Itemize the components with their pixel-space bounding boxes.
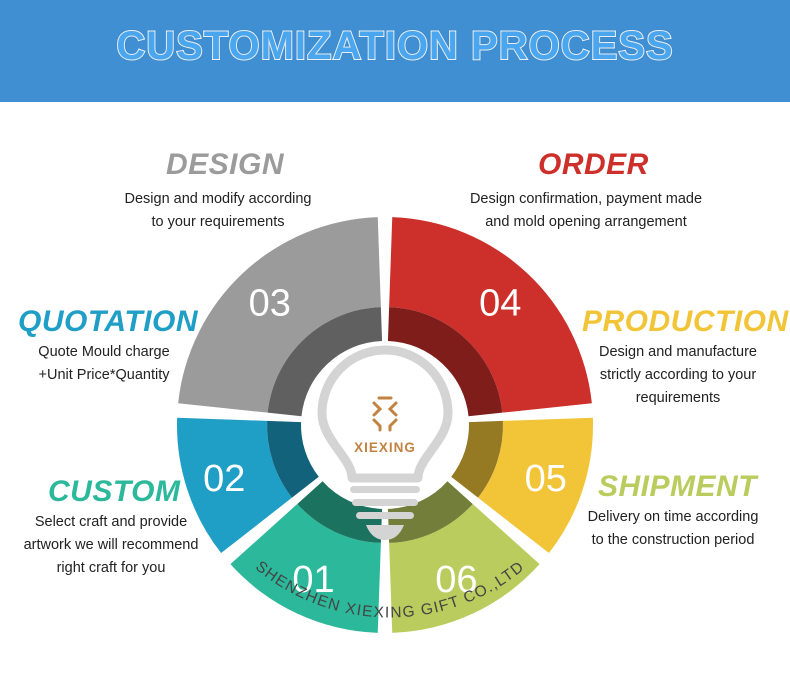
step-number-04: 04 [479, 282, 521, 324]
page-title: CUSTOMIZATION PROCESS [115, 23, 674, 69]
step-title-quotation: QUOTATION [18, 305, 199, 338]
segment-inner-05 [451, 420, 503, 498]
step-title-production: PRODUCTION [582, 305, 789, 338]
segment-inner-06 [387, 481, 473, 543]
step-title-order: ORDER [538, 148, 649, 181]
segment-inner-02 [266, 420, 319, 498]
step-title-design: DESIGN [166, 148, 285, 181]
header-banner: CUSTOMIZATION PROCESS [0, 0, 790, 102]
step-desc-production: Design and manufacture strictly accordin… [599, 344, 757, 406]
number-group: 01 02 03 04 05 06 [203, 282, 567, 601]
segment-02 [177, 417, 293, 554]
step-number-02: 02 [203, 458, 245, 500]
step-title-custom: CUSTOM [48, 475, 181, 508]
segment-inner-04 [387, 307, 503, 417]
segment-03 [178, 217, 381, 413]
xiexing-logo-icon [372, 396, 398, 432]
segment-06 [389, 503, 540, 633]
segment-group [177, 217, 593, 633]
step-number-05: 05 [525, 458, 567, 500]
lightbulb-icon [317, 345, 453, 540]
segment-05 [477, 417, 593, 554]
step-desc-quotation: Quote Mould charge +Unit Price*Quantity [38, 344, 170, 383]
step-title-shipment: SHIPMENT [598, 470, 758, 503]
segment-inner-03 [267, 307, 383, 417]
segment-01 [230, 503, 381, 633]
segment-04 [389, 217, 592, 413]
step-number-03: 03 [249, 282, 291, 324]
step-desc-order: Design confirmation, payment made and mo… [469, 191, 703, 230]
logo-text: XIEXING [354, 440, 416, 455]
step-desc-design: Design and modify according to your requ… [124, 191, 312, 230]
step-number-01: 01 [292, 559, 334, 601]
step-desc-shipment: Delivery on time according to the constr… [587, 509, 759, 548]
segment-inner-01 [297, 481, 383, 543]
step-desc-custom: Select craft and provide artwork we will… [23, 514, 199, 576]
step-number-06: 06 [435, 559, 477, 601]
